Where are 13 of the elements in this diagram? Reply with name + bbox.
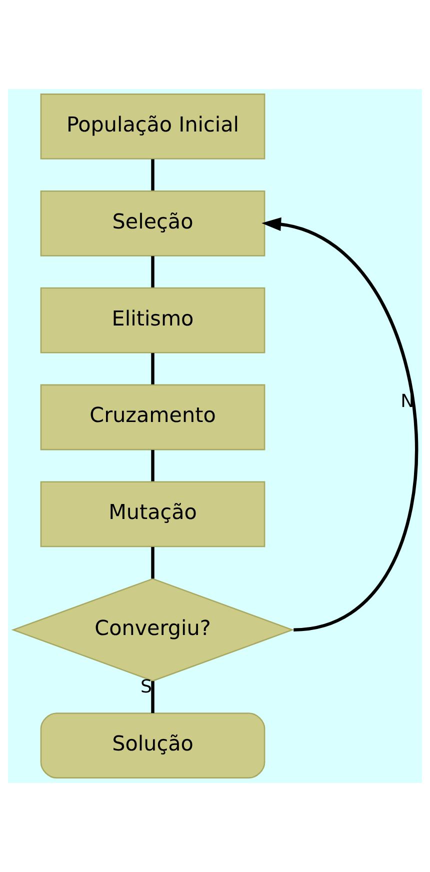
connector [151,450,154,482]
node-box: Elitismo [40,287,266,354]
connector [151,256,154,288]
connector [151,681,154,714]
node-box: Mutação [40,481,266,548]
node-box: População Inicial [40,94,266,160]
node-box: Seleção [40,190,266,256]
connector [151,546,154,579]
node-box: Cruzamento [40,384,266,450]
connector [151,353,154,384]
node-box: Solução [40,712,266,778]
arrow [262,217,418,632]
connector [151,159,154,191]
